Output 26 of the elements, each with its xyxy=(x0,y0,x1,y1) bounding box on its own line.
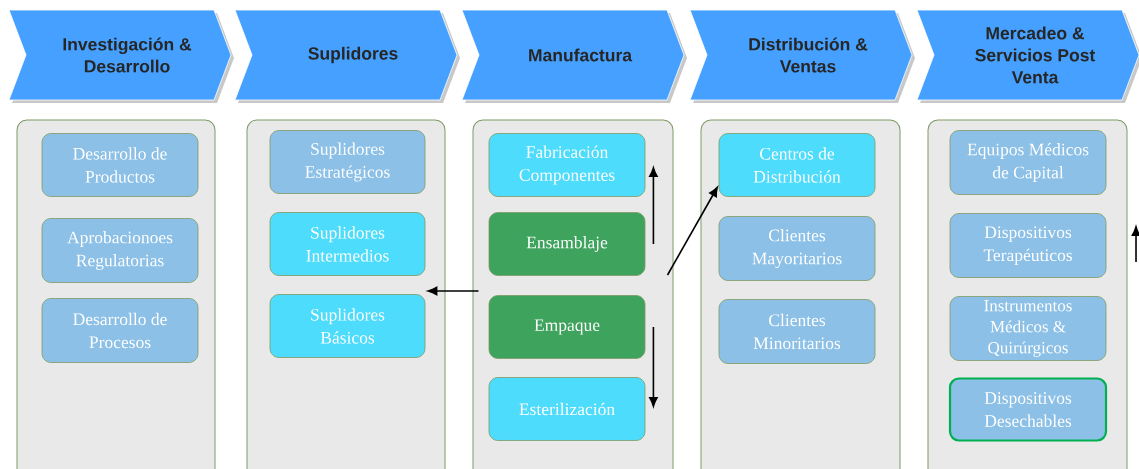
stage-banner: Suplidores xyxy=(234,9,460,103)
process-box: Suplidores Intermedios xyxy=(269,212,426,276)
process-box: Dispositivos Desechables xyxy=(948,377,1108,442)
stage-banner: Manufactura xyxy=(461,9,687,103)
process-box: Fabricación Componentes xyxy=(488,133,646,197)
process-box: Clientes Mayoritarios xyxy=(718,216,876,281)
arrow xyxy=(427,286,480,296)
process-box: Desarrollo de Productos xyxy=(41,133,199,197)
stage-banner: Mercadeo & Servicios Post Venta xyxy=(916,9,1139,103)
process-box: Clientes Minoritarios xyxy=(718,299,876,364)
process-box: Esterilización xyxy=(488,377,646,441)
process-box: Suplidores Básicos xyxy=(269,294,426,358)
process-box: Instrumentos Médicos & Quirúrgicos xyxy=(949,296,1107,361)
stage-banner: Investigación & Desarrollo xyxy=(8,9,234,103)
arrow xyxy=(649,167,658,245)
stage-banner: Distribución & Ventas xyxy=(689,9,915,103)
process-box: Aprobacionoes Regulatorias xyxy=(41,218,199,283)
process-box: Equipos Médicos de Capital xyxy=(949,130,1107,195)
process-box: Ensamblaje xyxy=(488,212,646,276)
process-box: Desarrollo de Procesos xyxy=(41,298,199,363)
arrow xyxy=(666,186,718,276)
process-box: Dispositivos Terapéuticos xyxy=(949,213,1107,278)
process-box: Empaque xyxy=(488,295,646,359)
process-box: Centros de Distribución xyxy=(718,133,876,197)
arrow xyxy=(649,326,658,407)
process-box: Suplidores Estratégicos xyxy=(269,130,426,194)
